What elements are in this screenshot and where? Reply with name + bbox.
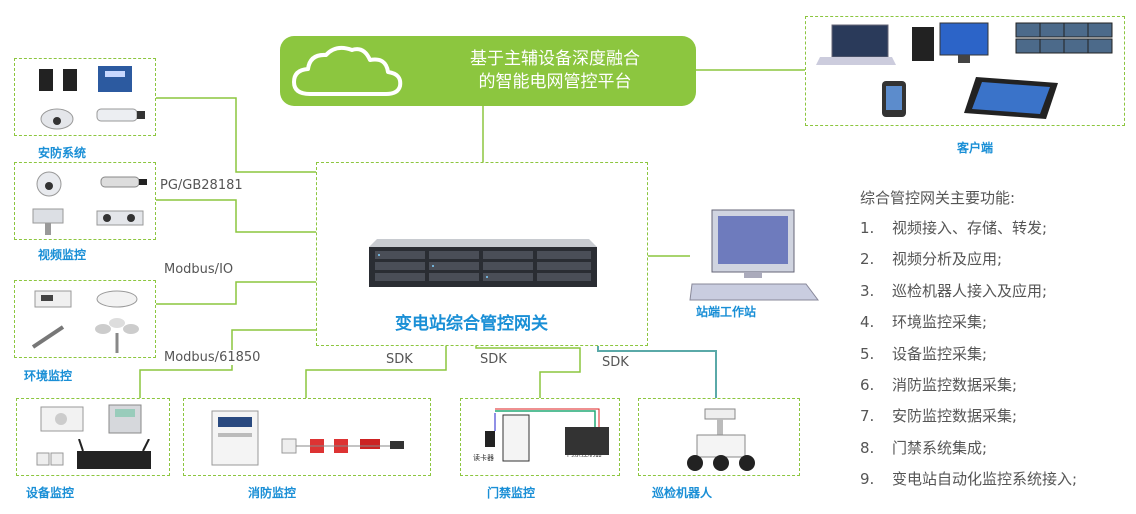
- laptop-icon: [816, 24, 896, 65]
- gateway-box: 变电站综合管控网关: [316, 162, 648, 346]
- dtu-gateway-icon: [77, 439, 151, 469]
- protocol-video: PG/GB28181: [158, 178, 245, 193]
- platform-title-line1: 基于主辅设备深度融合: [470, 49, 640, 69]
- function-item: 2. 视频分析及应用;: [860, 248, 1077, 279]
- function-number: 9.: [860, 470, 875, 489]
- function-item: 9. 变电站自动化监控系统接入;: [860, 468, 1077, 499]
- functions-list: 1. 视频接入、存储、转发; 2. 视频分析及应用; 3. 巡检机器人接入及应用; 4. 环境…: [860, 217, 1077, 500]
- video-wall-icon: [1015, 22, 1113, 54]
- thermal-camera-icon: [32, 208, 64, 235]
- function-number: 8.: [860, 438, 875, 457]
- function-text: 消防监控数据采集;: [892, 375, 1018, 394]
- water-sensor-icon: [31, 325, 65, 349]
- equipment-label: 设备监控: [26, 486, 75, 500]
- function-text: 门禁系统集成;: [892, 438, 988, 457]
- dome-camera-icon: [40, 108, 74, 130]
- security-box: [14, 58, 156, 136]
- infrared-beam-icon: [39, 69, 77, 91]
- ptz-camera-icon: [36, 171, 62, 197]
- monitor-device-icon: [108, 404, 142, 434]
- fire-detector-chain-icon: [281, 438, 404, 454]
- gateway-label: 变电站综合管控网关: [395, 314, 548, 334]
- environment-label: 环境监控: [24, 369, 73, 383]
- function-number: 3.: [860, 281, 875, 300]
- function-text: 变电站自动化监控系统接入;: [892, 470, 1078, 489]
- client-label: 客户端: [957, 141, 994, 155]
- function-item: 4. 环境监控采集;: [860, 311, 1077, 342]
- access-label: 门禁监控: [487, 486, 536, 500]
- function-item: 3. 巡检机器人接入及应用;: [860, 280, 1077, 311]
- platform-title-line2: 的智能电网管控平台: [478, 72, 632, 92]
- protocol-environment: Modbus/IO: [162, 262, 236, 277]
- smoke-detector-icon: [96, 290, 138, 308]
- protocol-equipment: Modbus/61850: [162, 350, 263, 365]
- robot-label: 巡检机器人: [652, 486, 713, 500]
- equipment-box: [16, 398, 170, 476]
- protocol-access: SDK: [478, 352, 509, 367]
- tablet-icon: [964, 77, 1058, 119]
- sensor-panel-icon: [40, 406, 84, 432]
- protocol-fire: SDK: [384, 352, 415, 367]
- server-rack-icon: [369, 239, 597, 287]
- function-item: 8. 门禁系统集成;: [860, 437, 1077, 468]
- platform-title: 基于主辅设备深度融合 的智能电网管控平台: [430, 48, 680, 94]
- alarm-host-icon: [98, 66, 132, 92]
- protocol-robot: SDK: [600, 355, 631, 370]
- anemometer-icon: [95, 318, 139, 353]
- fire-box: [183, 398, 431, 476]
- function-item: 5. 设备监控采集;: [860, 343, 1077, 374]
- video-label: 视频监控: [38, 248, 87, 262]
- workstation-label: 站端工作站: [696, 305, 757, 319]
- function-number: 4.: [860, 313, 875, 332]
- fire-control-panel-icon: [211, 410, 259, 466]
- temp-humidity-sensor-icon: [34, 290, 72, 308]
- function-item: 7. 安防监控数据采集;: [860, 405, 1077, 436]
- platform-banner: 基于主辅设备深度融合 的智能电网管控平台: [280, 36, 696, 106]
- function-number: 7.: [860, 407, 875, 426]
- bullet-camera-icon: [96, 108, 145, 122]
- bullet-camera-icon: [100, 176, 147, 188]
- functions-title: 综合管控网关主要功能:: [860, 189, 1016, 207]
- access-door-diagram-icon: [485, 408, 609, 462]
- function-text: 视频接入、存储、转发;: [892, 219, 1048, 237]
- function-number: 2.: [860, 250, 875, 269]
- smartphone-icon: [882, 81, 906, 117]
- small-sensor-icon: [36, 452, 64, 466]
- function-text: 设备监控采集;: [892, 344, 988, 363]
- function-number: 5.: [860, 344, 875, 363]
- environment-box: [14, 280, 156, 358]
- desktop-pc-icon: [912, 22, 989, 63]
- workstation-icon: [689, 209, 819, 301]
- function-number: 1.: [860, 219, 875, 237]
- door-controller-label: 门禁控制器: [567, 450, 602, 458]
- function-text: 视频分析及应用;: [892, 250, 1003, 269]
- access-box: 读卡器 门禁控制器: [460, 398, 620, 476]
- client-box: [805, 16, 1125, 126]
- cloud-icon: [292, 45, 403, 96]
- security-label: 安防系统: [38, 146, 87, 160]
- dual-spectrum-camera-icon: [96, 210, 144, 226]
- function-number: 6.: [860, 375, 875, 394]
- function-text: 安防监控数据采集;: [892, 407, 1018, 426]
- robot-box: [638, 398, 800, 476]
- function-text: 环境监控采集;: [892, 313, 988, 332]
- function-item: 1. 视频接入、存储、转发;: [860, 217, 1077, 248]
- function-item: 6. 消防监控数据采集;: [860, 374, 1077, 405]
- function-text: 巡检机器人接入及应用;: [892, 281, 1048, 300]
- video-box: [14, 162, 156, 240]
- card-reader-label: 读卡器: [473, 454, 494, 462]
- inspection-robot-icon: [687, 408, 755, 471]
- fire-label: 消防监控: [248, 486, 297, 500]
